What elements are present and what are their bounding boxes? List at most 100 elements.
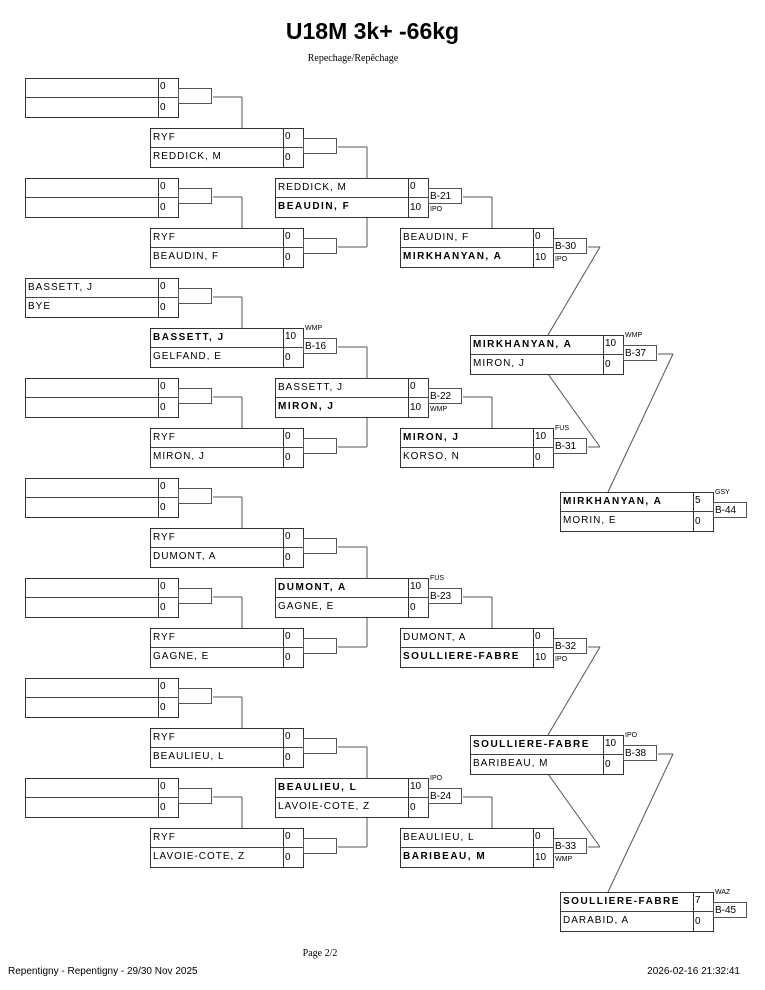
competitor-bottom[interactable]: 0 xyxy=(26,798,178,817)
match-number-box[interactable]: B-38 xyxy=(623,745,657,761)
match-number-box[interactable] xyxy=(303,438,337,454)
competitor-bottom[interactable]: 0 xyxy=(26,398,178,417)
competitor-top[interactable]: 0 xyxy=(26,779,178,798)
match-number-box[interactable] xyxy=(303,138,337,154)
competitor-bottom[interactable]: 0 xyxy=(26,198,178,217)
match-number-box[interactable] xyxy=(178,788,212,804)
match-number-box[interactable] xyxy=(303,538,337,554)
match-number-box[interactable] xyxy=(178,288,212,304)
match-number-box[interactable]: B-16 xyxy=(303,338,337,354)
match-number-box[interactable]: B-22 xyxy=(428,388,462,404)
match-number-box[interactable] xyxy=(178,688,212,704)
match-number-box[interactable]: B-32 xyxy=(553,638,587,654)
match-number-box[interactable] xyxy=(303,838,337,854)
competitor-bottom[interactable]: 0 xyxy=(26,498,178,517)
match-number-box[interactable]: B-31 xyxy=(553,438,587,454)
competitor-top[interactable]: 0 xyxy=(26,479,178,498)
match-number-box[interactable]: B-44 xyxy=(713,502,747,518)
competitor-top[interactable]: 0 xyxy=(26,679,178,698)
match-number-box[interactable] xyxy=(178,388,212,404)
match-number-box[interactable] xyxy=(303,638,337,654)
match-number-box[interactable] xyxy=(178,88,212,104)
competitor-top[interactable]: 0 xyxy=(26,379,178,398)
competitor-top[interactable]: 0 xyxy=(26,179,178,198)
competitor-top[interactable]: 0 xyxy=(26,579,178,598)
match-number-box[interactable]: B-23 xyxy=(428,588,462,604)
match-number-box[interactable] xyxy=(178,588,212,604)
competitor-bottom[interactable]: 0 xyxy=(26,598,178,617)
match-number-box[interactable]: B-30 xyxy=(553,238,587,254)
match-number-box[interactable] xyxy=(178,188,212,204)
match-number-box[interactable]: B-37 xyxy=(623,345,657,361)
competitor-top[interactable]: 0 xyxy=(26,79,178,98)
match-number-box[interactable]: B-21 xyxy=(428,188,462,204)
competitor-bottom[interactable]: 0 xyxy=(26,98,178,117)
